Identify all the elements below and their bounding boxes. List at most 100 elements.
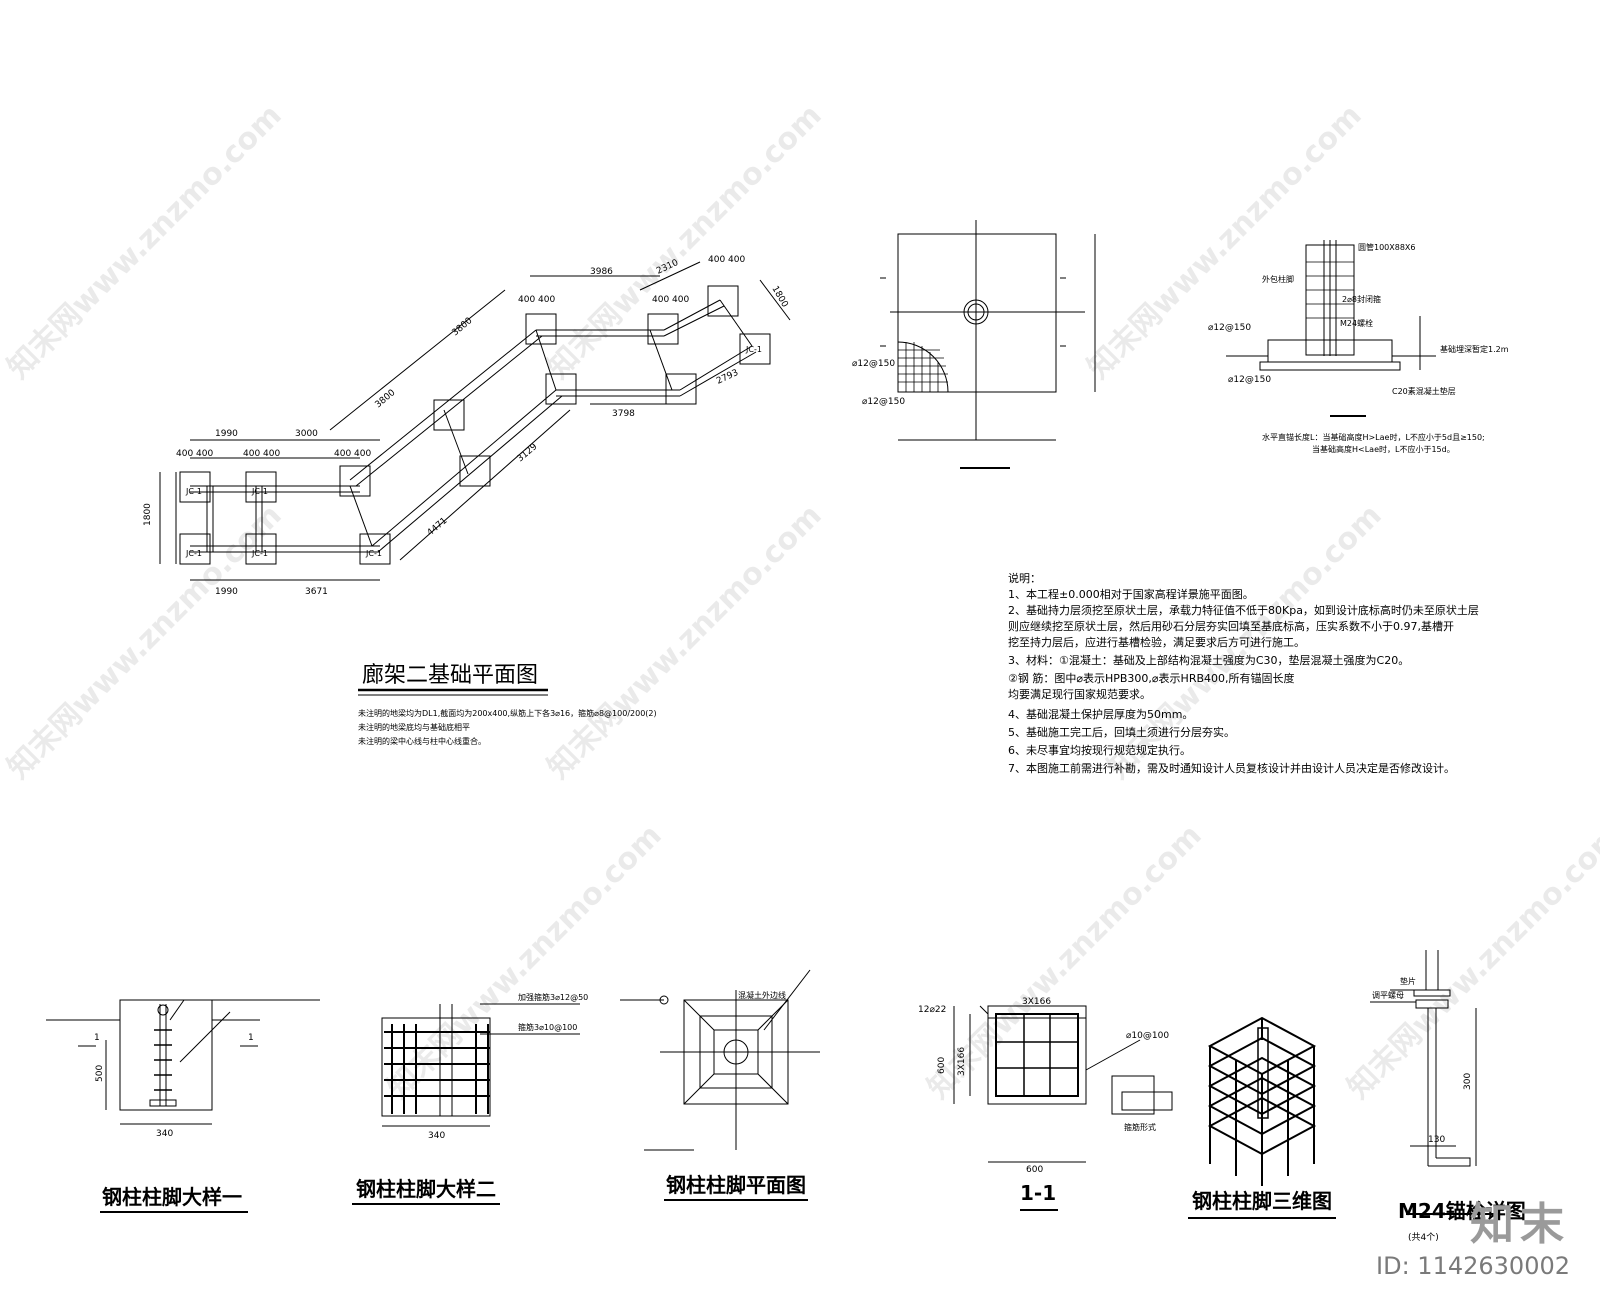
note-item: 1、本工程±0.000相对于国家高程详景施平面图。	[1008, 587, 1254, 601]
detail-title: 钢柱柱脚三维图	[1192, 1189, 1332, 1213]
dim-label: 400	[518, 295, 535, 305]
dim-label: 3800	[451, 316, 475, 339]
section-label: ⌀12@150	[1208, 323, 1251, 333]
detail-2	[352, 1003, 580, 1205]
detail-title: 钢柱柱脚平面图	[666, 1173, 806, 1197]
note-item: 5、基础施工完工后，回填土须进行分层夯实。	[1008, 725, 1235, 739]
plan-note: 未注明的地梁底均与基础底相平	[358, 722, 470, 732]
detail-4	[953, 1005, 1173, 1211]
note-item: ②钢 筋：图中⌀表示HPB300,⌀表示HRB400,所有锚固长度	[1008, 671, 1295, 685]
dim-label: 400	[672, 295, 689, 305]
dim-label: 300	[1463, 1073, 1473, 1090]
dim-label: 400	[728, 255, 745, 265]
dim-label: 400	[708, 255, 725, 265]
footing-tag: JC-1	[745, 345, 762, 354]
cut-label: 1	[248, 1033, 254, 1043]
detail-title: 钢柱柱脚大样一	[102, 1185, 242, 1209]
notes-heading: 说明：	[1008, 571, 1041, 585]
section-label: 基础埋深暂定1.2m	[1440, 344, 1509, 354]
footings	[179, 285, 771, 565]
dim-label: 3671	[305, 587, 328, 597]
watermark: 知末网www.znzmo.com	[541, 98, 829, 386]
detail-title: 钢柱柱脚大样二	[356, 1177, 496, 1201]
dim-label: 12⌀22	[918, 1005, 946, 1015]
note-item: 3、材料：①混凝土：基础及上部结构混凝土强度为C30，垫层混凝土强度为C20。	[1008, 653, 1409, 667]
footing-tag: JC-1	[251, 549, 268, 558]
dim-label: 1990	[215, 429, 238, 439]
dim-label: 130	[1428, 1135, 1445, 1145]
dim-label: 400	[354, 449, 371, 459]
rebar-label: ⌀12@150	[862, 397, 905, 407]
plan-note: 未注明的地梁均为DL1,截面均为200x400,纵筋上下各3⌀16，箍筋⌀8@1…	[358, 708, 657, 718]
callout: 箍筋形式	[1124, 1122, 1156, 1132]
general-notes: 说明： 1、本工程±0.000相对于国家高程详景施平面图。 2、基础持力层须挖至…	[1008, 571, 1479, 775]
watermark: 知末网www.znzmo.com	[1, 498, 289, 786]
image-id: ID: 1142630002	[1376, 1252, 1570, 1280]
footing-tag: JC-1	[185, 487, 202, 496]
callout: ⌀10@100	[1126, 1031, 1169, 1041]
detail-subtitle: (共4个)	[1408, 1232, 1439, 1243]
section-label: 圆管100X88X6	[1358, 242, 1416, 252]
brand-logo: 知末	[1470, 1199, 1570, 1250]
dim-label: 400	[243, 449, 260, 459]
detail-title: 1-1	[1020, 1181, 1056, 1205]
dim-label: 340	[156, 1129, 173, 1139]
watermark: 知末网www.znzmo.com	[381, 818, 669, 1106]
dim-label: 3000	[295, 429, 318, 439]
section-label: ⌀12@150	[1228, 375, 1271, 385]
dim-label: 2793	[715, 368, 740, 387]
note-item: 4、基础混凝土保护层厚度为50mm。	[1008, 707, 1193, 721]
cut-label: 1	[94, 1033, 100, 1043]
dim-label: 3X166	[957, 1047, 967, 1076]
dim-label: 3129	[516, 442, 540, 465]
watermark: 知末网www.znzmo.com	[541, 498, 829, 786]
detail-3	[620, 969, 820, 1201]
callout: 混凝土外边线	[738, 990, 786, 1000]
footing-section	[1226, 240, 1436, 417]
dim-label: 1990	[215, 587, 238, 597]
section-label: C20素混凝土垫层	[1392, 386, 1456, 396]
dim-label: 3800	[374, 388, 398, 411]
anchor-note: 水平直锚长度L：当基础高度H>Lae时，L不应小于5d且≥150;	[1262, 432, 1485, 442]
brand-mark: 知末 ID: 1142630002	[1376, 1188, 1570, 1280]
dim-label: 500	[95, 1065, 105, 1082]
dim-label: 600	[1026, 1165, 1043, 1175]
section-label: 2⌀8封闭箍	[1342, 294, 1381, 304]
dim-label: 3986	[590, 267, 613, 277]
detail-6	[1370, 950, 1500, 1215]
section-labels: 圆管100X88X6 外包柱脚 2⌀8封闭箍 ⌀12@150 ⌀12@150 M…	[1208, 242, 1509, 454]
note-item: 2、基础持力层须挖至原状土层，承载力特征值不低于80Kpa，如到设计底标高时仍未…	[1008, 603, 1479, 617]
footing-plan	[880, 220, 1096, 441]
dim-label: 400	[196, 449, 213, 459]
dim-label: 400	[263, 449, 280, 459]
footing-tag: JC-1	[185, 549, 202, 558]
dim-label: 340	[428, 1131, 445, 1141]
anchor-note: 当基础高度H<Lae时，L不应小于15d。	[1312, 444, 1455, 454]
note-item: 7、本图施工前需进行补勘，需及时通知设计人员复核设计并由设计人员决定是否修改设计…	[1008, 761, 1455, 775]
callout: 调平螺母	[1372, 990, 1404, 1000]
dim-label: 400	[538, 295, 555, 305]
dim-label: 400	[176, 449, 193, 459]
note-item: 则应继续挖至原状土层，然后用砂石分层夯实回填至基底标高，压实系数不小于0.97,…	[1008, 619, 1454, 633]
dim-label: 3X166	[1022, 997, 1051, 1007]
foundation-plan	[159, 261, 791, 581]
detail-title: M24锚栓详图	[1398, 1199, 1526, 1223]
section-label: 外包柱脚	[1262, 274, 1294, 284]
note-item: 挖至持力层后，应进行基槽检验，满足要求后方可进行施工。	[1008, 635, 1305, 649]
detail-5	[1188, 1016, 1336, 1219]
dim-label: 400	[334, 449, 351, 459]
detail-1	[46, 999, 320, 1213]
note-item: 6、未尽事宜均按现行规范规定执行。	[1008, 743, 1191, 757]
note-item: 均要满足现行国家规范要求。	[1008, 687, 1151, 701]
callout: 垫片	[1400, 976, 1416, 986]
dim-label: 3798	[612, 409, 635, 419]
footing-tag: JC-1	[365, 549, 382, 558]
section-label: M24螺栓	[1340, 318, 1373, 328]
watermark: 知末网www.znzmo.com	[1, 98, 289, 386]
dim-label: 400	[652, 295, 669, 305]
watermark: 知末网www.znzmo.com	[1081, 98, 1369, 386]
callout: 箍筋3⌀10@100	[518, 1022, 577, 1032]
callout: 加强箍筋3⌀12@50	[518, 992, 588, 1002]
footing-tag: JC-1	[251, 487, 268, 496]
